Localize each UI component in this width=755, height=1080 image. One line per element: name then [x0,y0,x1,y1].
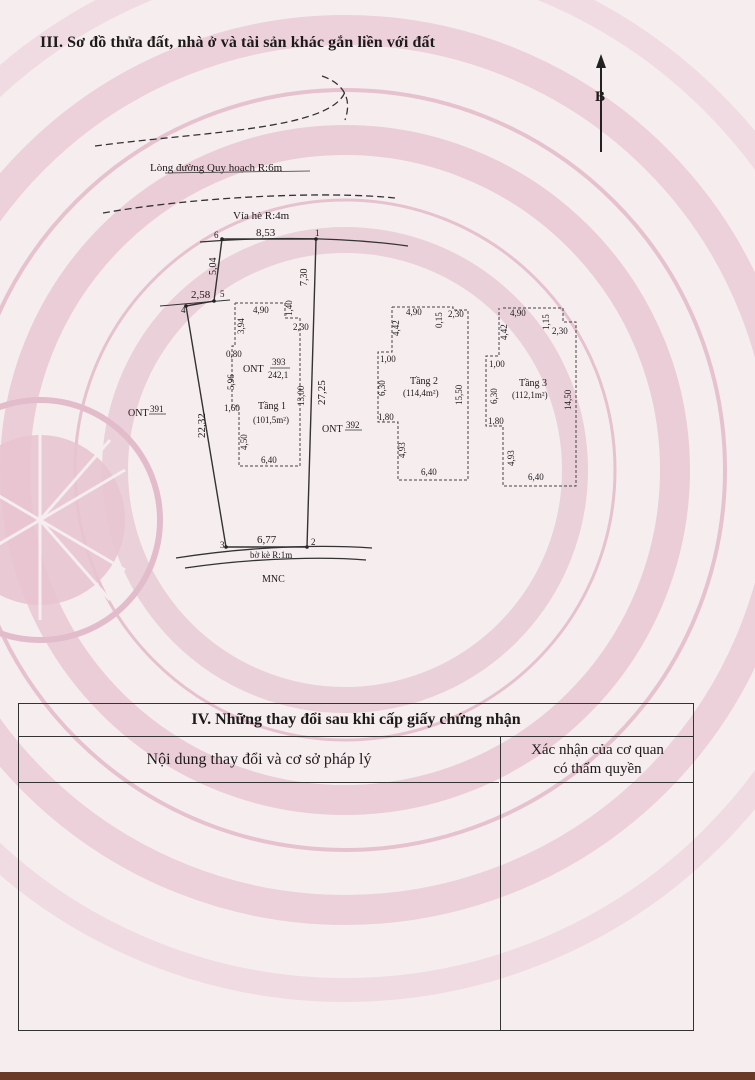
floor-1-left-low: 4,50 [239,434,249,450]
floor-3-bottom: 6,40 [528,472,544,482]
floor-2-outline [377,306,469,481]
column-authority-confirmation: Xác nhận của cơ quan có thẩm quyền [500,737,694,783]
floor-1-right: 13,00 [296,385,306,406]
floor-2-left-low: 4,93 [397,442,407,458]
parcel-land-type: ONT [243,364,264,375]
floor-3-step: 1,00 [489,359,505,369]
floor-1-notch-w: 2,30 [293,322,309,332]
main-road-underline [164,170,311,174]
floor-1-outline [231,302,301,467]
vertex-6: 6 [214,230,219,240]
floor-3-left-mid: 6,30 [489,388,499,404]
authority-confirmation-cell [500,783,694,1030]
road-curve [321,75,349,121]
vertex-1: 1 [315,228,320,238]
column-authority-line-1: Xác nhận của cơ quan [531,741,664,758]
floor-3-top: 4,90 [510,308,526,318]
floor-1-left-mid: 5,96 [226,374,236,390]
floor-2-notch-w: 2,30 [448,309,464,319]
embankment-bottom [184,557,367,569]
floor-3-notch-w: 2,30 [552,326,568,336]
floor-1-bottom: 6,40 [261,455,277,465]
floor-2-step: 1,00 [380,354,396,364]
inner-edge-top: 7,30 [299,269,310,287]
floor-2-notch-h: 0,15 [434,312,444,328]
neighbor-right-no: 392 [346,420,360,430]
section-4-title: IV. Những thay đổi sau khi cấp giấy chứn… [19,704,693,737]
vertex-5: 5 [220,289,225,299]
vertex-3: 3 [220,540,225,550]
edge-3-4: 22,32 [196,413,208,438]
neighbor-left-no: 391 [150,404,164,414]
main-road-label: Lòng đường Quy hoạch R:6m [150,162,283,174]
north-arrow-icon [596,54,606,152]
neighbor-left-type: ONT [128,408,149,419]
floor-3-left-upper: 4,42 [499,324,509,340]
floor-2-top: 4,90 [406,307,422,317]
floor-3-name: Tầng 3 [519,378,547,389]
parcel-area: 242,1 [268,370,288,380]
floor-2-bottom: 6,40 [421,467,437,477]
floor-3-right: 14,50 [563,389,573,410]
floor-1-top: 4,90 [253,305,269,315]
floor-3-area: (112,1m²) [512,390,548,400]
sidewalk-label: Vỉa hè R:4m [233,210,290,222]
floor-3-left-low: 4,93 [506,450,516,466]
floor-2-step2: 1,80 [378,412,394,422]
floor-2-left-mid: 6,30 [377,380,387,396]
floor-1-step: 0,80 [226,349,242,359]
road-boundary-top [94,91,346,147]
embankment-label: bờ kè R:1m [250,550,292,560]
floor-3-outline [485,307,577,487]
column-authority-line-2: có thẩm quyền [553,760,642,777]
section-3-title: III. Sơ đồ thửa đất, nhà ở và tài sản kh… [40,34,436,51]
section-4-table: IV. Những thay đổi sau khi cấp giấy chứn… [18,703,694,1031]
floor-1-area: (101,5m²) [253,415,289,425]
edge-5-6: 5,04 [208,258,219,276]
edge-6-1: 8,53 [256,227,276,239]
floor-3-step2: 1,80 [488,416,504,426]
road-boundary-bottom [102,194,396,214]
edge-2-3: 6,77 [257,534,277,546]
floor-2-right: 15,50 [454,384,464,405]
floor-2-area: (114,4m²) [403,388,439,398]
neighbor-line [159,299,231,307]
vertex-4: 4 [181,305,186,315]
parcel-number: 393 [272,357,286,367]
vertex-2: 2 [311,537,316,547]
edge-1-2: 27,25 [316,380,328,405]
floor-3-notch-h: 1,15 [541,314,551,330]
floor-1-notch-h: 1,40 [284,300,294,316]
floor-1-step2: 1,60 [224,403,240,413]
north-label: B [595,89,605,105]
floor-2-left-upper: 4,42 [391,320,401,336]
change-content-cell [19,783,499,1030]
floor-2-name: Tầng 2 [410,376,438,387]
floor-1-left-upper: 3,94 [236,318,246,334]
water-label: MNC [262,574,285,585]
embankment-top [175,545,373,559]
neighbor-right-type: ONT [322,424,343,435]
land-plot-diagram: B Lòng đường Quy hoạch R:6m Vỉa hè R:4m … [94,54,606,585]
edge-4-5: 2,58 [191,289,211,301]
column-change-content: Nội dung thay đổi và cơ sở pháp lý [19,737,499,783]
floor-1-name: Tầng 1 [258,401,286,412]
